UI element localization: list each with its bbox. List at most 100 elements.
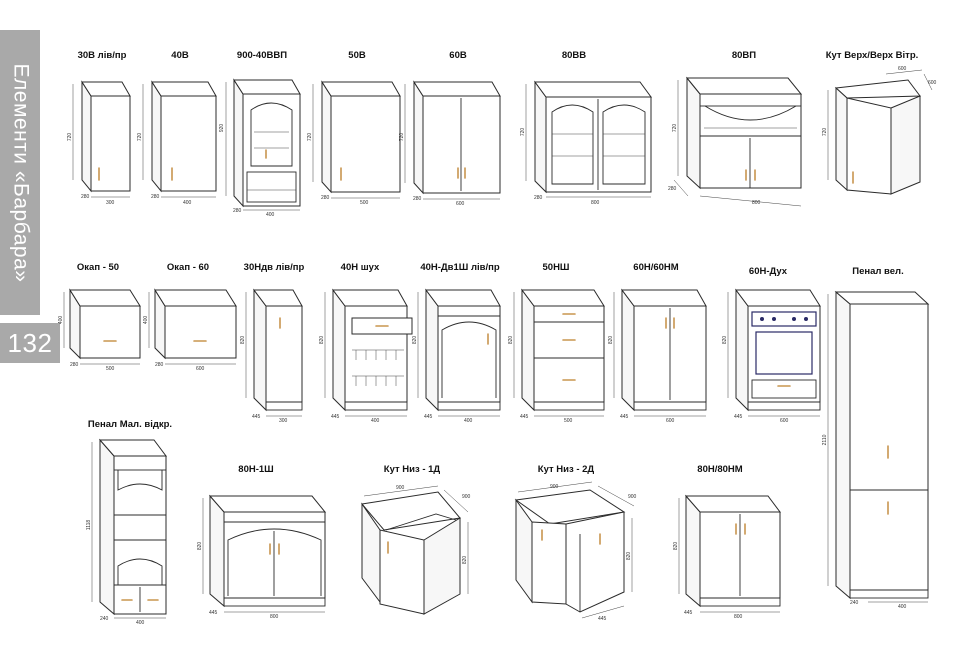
cabinet-label: 40Н шух xyxy=(341,262,380,273)
cabinet-label: 60Н/60НМ xyxy=(633,262,678,273)
dim-depth: 280 xyxy=(81,194,90,200)
dim-height: 920 xyxy=(219,124,225,133)
dim-depth: 600 xyxy=(928,80,937,86)
dim-width: 800 xyxy=(270,614,279,620)
dim-height: 1118 xyxy=(86,520,92,531)
dim-depth: 445 xyxy=(734,414,743,420)
cabinet-40v: 40В 720 280 400 xyxy=(137,50,217,206)
dim-depth: 280 xyxy=(70,362,79,368)
dim-width: 400 xyxy=(371,418,380,424)
dim-width: 300 xyxy=(106,200,115,206)
cabinet-label: 50НШ xyxy=(543,262,570,273)
cabinet-50nsh: 50НШ 820 445 500 xyxy=(508,262,605,424)
dim-depth: 280 xyxy=(155,362,164,368)
cabinet-label: 50В xyxy=(348,50,366,61)
cabinet-30ndv: 30Ндв лів/пр 820 445 300 xyxy=(240,262,305,424)
cabinet-80vp: 80ВП 720 280 800 xyxy=(668,50,803,207)
dim-height: 820 xyxy=(722,336,728,345)
dim-depth: 445 xyxy=(620,414,629,420)
cabinet-label: 80Н-1Ш xyxy=(238,464,273,475)
cabinet-kut-niz-1d: Кут Низ - 1Д 900 900 820 xyxy=(361,464,471,615)
cabinet-kut-niz-2d: Кут Низ - 2Д 900 900 820 445 xyxy=(514,464,637,622)
dim-height: 820 xyxy=(626,552,632,561)
cabinet-80vv: 80ВВ 720 280 800 xyxy=(520,50,652,206)
dim-height: 820 xyxy=(319,336,325,345)
dim-height: 2110 xyxy=(822,434,828,445)
dim-depth: 900 xyxy=(462,494,471,500)
cabinet-label: 30В лів/пр xyxy=(78,50,127,61)
cabinet-40n-shuh: 40Н шух 820 445 400 xyxy=(319,262,413,424)
dim-height: 820 xyxy=(412,336,418,345)
cabinet-okap-50: Окап - 50 400 280 500 xyxy=(58,262,141,372)
cabinet-label: 80ВВ xyxy=(562,50,586,61)
section-title-bar: Елементи «Барбара» xyxy=(0,30,40,315)
cabinet-label: Кут Низ - 2Д xyxy=(538,464,595,475)
dim-depth: 280 xyxy=(413,196,422,202)
dim-width: 800 xyxy=(591,200,600,206)
cabinet-label: Окап - 60 xyxy=(167,262,209,273)
cabinet-label: 900-40ВВП xyxy=(237,50,287,61)
dim-height: 720 xyxy=(672,124,678,133)
dim-depth: 280 xyxy=(321,195,330,201)
dim-height: 720 xyxy=(520,128,526,137)
dim-width: 600 xyxy=(456,201,465,207)
cabinet-60v: 60В 720 280 600 xyxy=(399,50,501,207)
dim-width: 800 xyxy=(734,614,743,620)
dim-depth: 280 xyxy=(534,195,543,201)
dim-width: 400 xyxy=(183,200,192,206)
dim-depth: 445 xyxy=(331,414,340,420)
dim-depth: 445 xyxy=(520,414,529,420)
cabinet-label: 80ВП xyxy=(732,50,756,61)
cabinet-label: 40Н-Дв1Ш лів/пр xyxy=(420,262,500,273)
dim-width: 800 xyxy=(752,200,761,206)
dim-depth: 240 xyxy=(100,616,109,622)
dim-width: 600 xyxy=(780,418,789,424)
dim-height: 820 xyxy=(197,542,203,551)
dim-width: 400 xyxy=(464,418,473,424)
dim-depth: 280 xyxy=(151,194,160,200)
dim-width: 300 xyxy=(279,418,288,424)
dim-width: 600 xyxy=(196,366,205,372)
dim-depth: 445 xyxy=(424,414,433,420)
dim-height: 400 xyxy=(143,316,149,325)
cabinet-label: Пенал вел. xyxy=(852,266,903,277)
cabinet-label: Пенал Мал. відкр. xyxy=(88,419,172,430)
cabinet-label: Окап - 50 xyxy=(77,262,119,273)
dim-width: 600 xyxy=(898,66,907,72)
dim-height: 720 xyxy=(67,133,73,142)
dim-width: 500 xyxy=(564,418,573,424)
dim-height: 720 xyxy=(399,133,405,142)
cabinet-label: 60Н-Дух xyxy=(749,266,788,277)
cabinet-50v: 50В 720 280 500 xyxy=(307,50,401,206)
cabinet-penal-mal: Пенал Мал. відкр. 1118 240 400 xyxy=(86,419,172,626)
dim-height: 720 xyxy=(137,133,143,142)
dim-height: 820 xyxy=(608,336,614,345)
dim-depth: 240 xyxy=(850,600,859,606)
cabinet-label: 40В xyxy=(171,50,189,61)
dim-depth: 900 xyxy=(628,494,637,500)
dim-height: 720 xyxy=(307,133,313,142)
cabinet-60n-60nm: 60Н/60НМ 820 445 600 xyxy=(608,262,707,424)
dim-width: 600 xyxy=(666,418,675,424)
dim-depth: 445 xyxy=(684,610,693,616)
dim-depth: 280 xyxy=(668,186,677,192)
dim-width: 900 xyxy=(550,484,559,490)
dim-height: 720 xyxy=(822,128,828,137)
cabinet-label: 30Ндв лів/пр xyxy=(244,262,305,273)
dim-height: 820 xyxy=(673,542,679,551)
page-number: 132 xyxy=(0,323,60,363)
cabinet-penal-vel: Пенал вел. 2110 240 400 xyxy=(822,266,930,610)
cabinet-40n-dv1sh: 40Н-Дв1Ш лів/пр 820 445 400 xyxy=(412,262,501,424)
cabinet-okap-60: Окап - 60 400 280 600 xyxy=(143,262,237,372)
cabinet-label: 80Н/80НМ xyxy=(697,464,742,475)
dim-width: 500 xyxy=(360,200,369,206)
dim-width: 500 xyxy=(106,366,115,372)
dim-depth: 280 xyxy=(233,208,242,214)
cabinet-kut-verh: Кут Верх/Верх Вітр. 720 600 600 xyxy=(822,50,937,195)
dim-depth: 445 xyxy=(252,414,261,420)
cabinet-80n-80nm: 80Н/80НМ 820 445 800 xyxy=(673,464,781,620)
cabinet-60n-duh: 60Н-Дух 820 445 600 xyxy=(722,266,821,424)
dim-width: 400 xyxy=(136,620,145,626)
